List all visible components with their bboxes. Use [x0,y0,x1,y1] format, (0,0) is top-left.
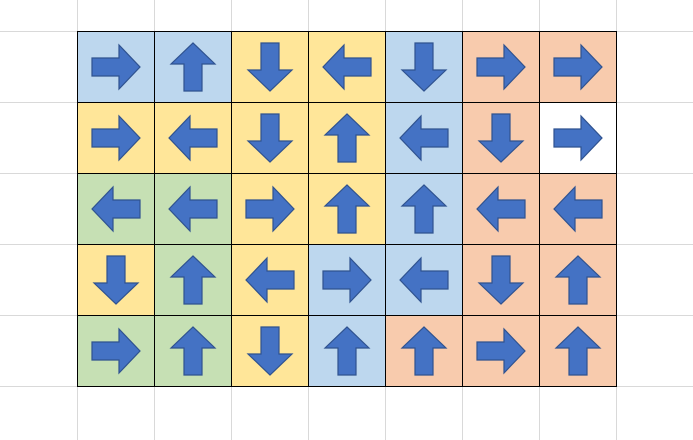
puzzle-cell[interactable] [540,316,617,387]
puzzle-cell[interactable] [386,245,463,316]
puzzle-cell[interactable] [463,32,540,103]
puzzle-cell[interactable] [463,103,540,174]
up-arrow-icon [396,323,452,379]
up-arrow-icon [319,181,375,237]
arrow-puzzle-board [77,31,617,387]
left-arrow-icon [242,252,298,308]
down-arrow-icon [396,39,452,95]
puzzle-cell[interactable] [78,32,155,103]
left-arrow-icon [165,110,221,166]
puzzle-cell[interactable] [463,245,540,316]
up-arrow-icon [550,323,606,379]
puzzle-cell[interactable] [540,245,617,316]
up-arrow-icon [319,110,375,166]
down-arrow-icon [473,252,529,308]
puzzle-cell[interactable] [155,245,232,316]
puzzle-cell[interactable] [386,103,463,174]
puzzle-cell[interactable] [232,174,309,245]
puzzle-cell[interactable] [386,174,463,245]
right-arrow-icon [473,323,529,379]
puzzle-cell[interactable] [78,103,155,174]
puzzle-cell[interactable] [309,174,386,245]
up-arrow-icon [319,323,375,379]
right-arrow-icon [550,110,606,166]
puzzle-cell[interactable] [540,103,617,174]
down-arrow-icon [242,39,298,95]
left-arrow-icon [396,110,452,166]
puzzle-cell[interactable] [463,174,540,245]
left-arrow-icon [165,181,221,237]
puzzle-cell[interactable] [155,32,232,103]
puzzle-cell[interactable] [309,245,386,316]
puzzle-cell[interactable] [155,316,232,387]
up-arrow-icon [165,252,221,308]
up-arrow-icon [165,39,221,95]
right-arrow-icon [88,323,144,379]
right-arrow-icon [473,39,529,95]
puzzle-cell[interactable] [78,174,155,245]
puzzle-cell[interactable] [540,32,617,103]
left-arrow-icon [550,181,606,237]
puzzle-cell[interactable] [386,32,463,103]
right-arrow-icon [319,252,375,308]
puzzle-cell[interactable] [78,245,155,316]
right-arrow-icon [550,39,606,95]
down-arrow-icon [242,110,298,166]
puzzle-cell[interactable] [309,316,386,387]
up-arrow-icon [165,323,221,379]
down-arrow-icon [88,252,144,308]
puzzle-cell[interactable] [78,316,155,387]
puzzle-cell[interactable] [232,103,309,174]
puzzle-cell[interactable] [232,32,309,103]
right-arrow-icon [88,39,144,95]
puzzle-cell[interactable] [386,316,463,387]
down-arrow-icon [473,110,529,166]
puzzle-cell[interactable] [155,103,232,174]
up-arrow-icon [396,181,452,237]
puzzle-cell[interactable] [309,32,386,103]
left-arrow-icon [396,252,452,308]
left-arrow-icon [473,181,529,237]
left-arrow-icon [88,181,144,237]
right-arrow-icon [88,110,144,166]
puzzle-cell[interactable] [232,316,309,387]
puzzle-cell[interactable] [309,103,386,174]
puzzle-cell[interactable] [540,174,617,245]
down-arrow-icon [242,323,298,379]
puzzle-cell[interactable] [232,245,309,316]
puzzle-cell[interactable] [463,316,540,387]
up-arrow-icon [550,252,606,308]
puzzle-cell[interactable] [155,174,232,245]
right-arrow-icon [242,181,298,237]
left-arrow-icon [319,39,375,95]
